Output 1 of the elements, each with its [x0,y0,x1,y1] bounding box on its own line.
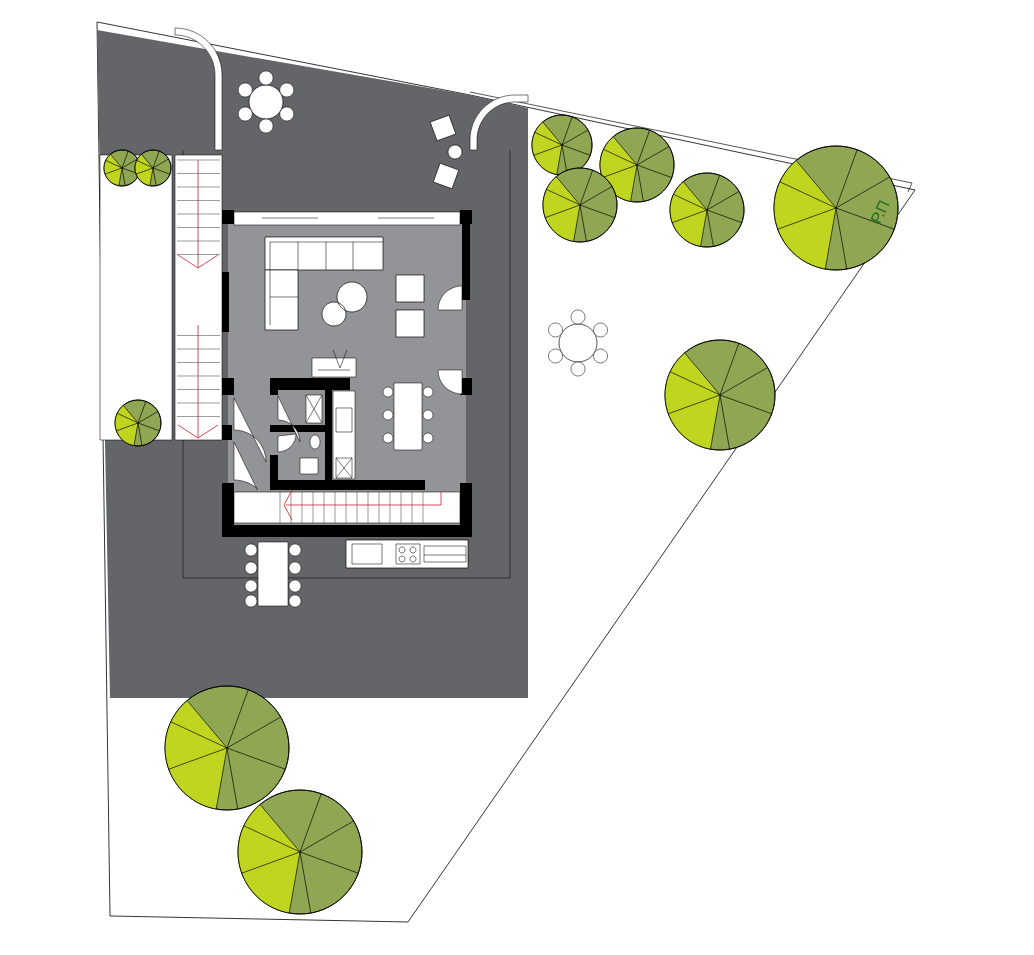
plan-label: Р.П [870,200,890,224]
